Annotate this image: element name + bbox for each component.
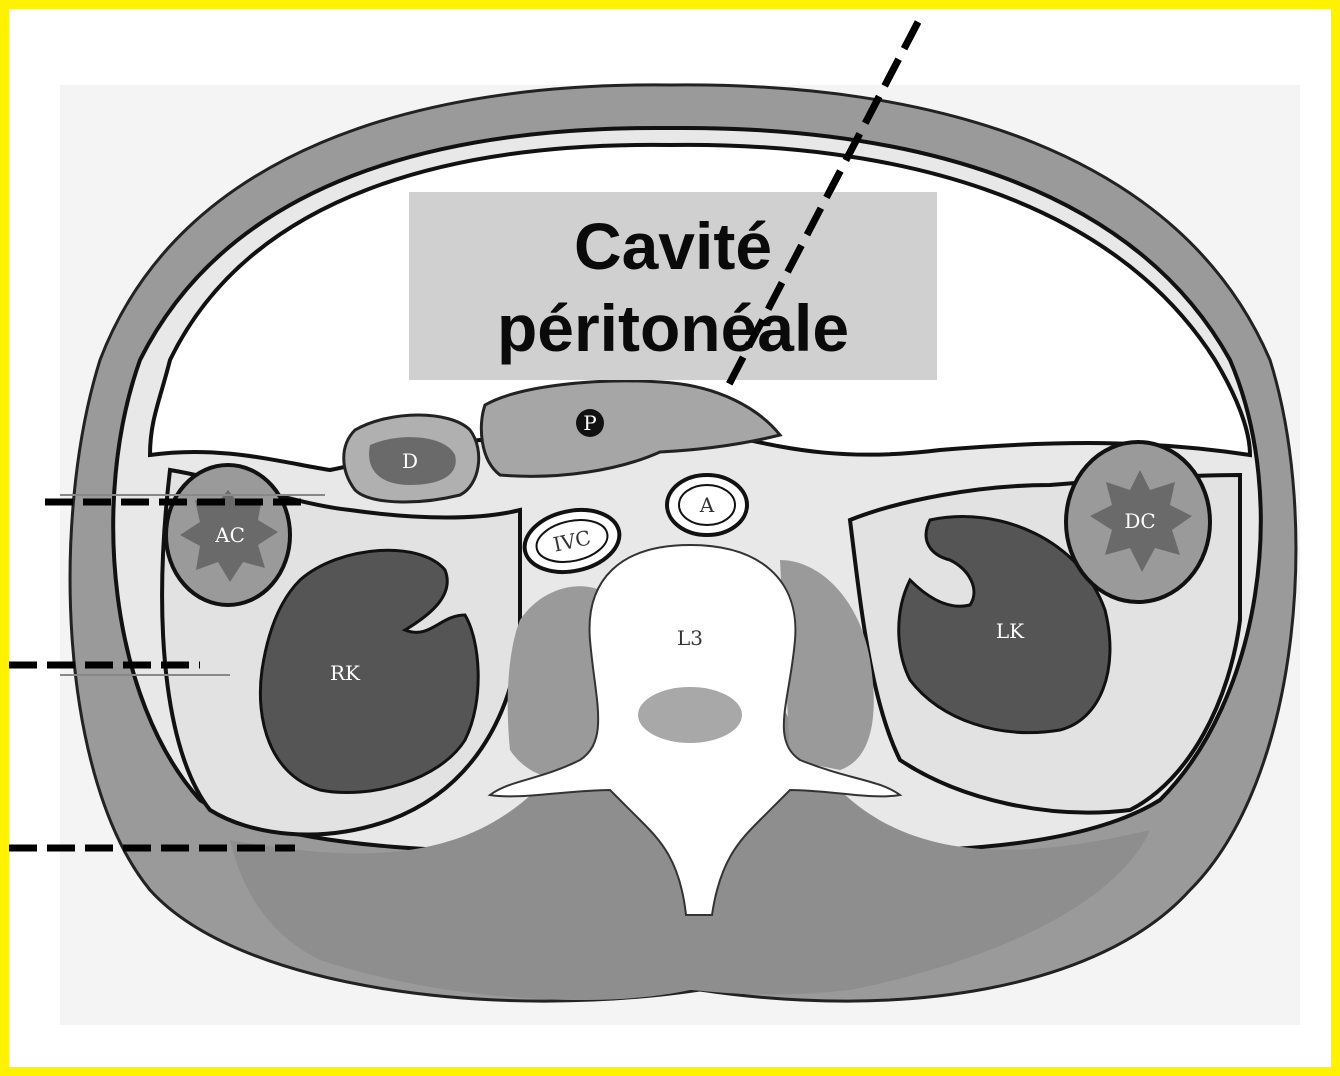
label-line-2: péritonéale (409, 287, 937, 369)
left-kidney-label: LK (996, 619, 1025, 643)
ascending-colon-label: AC (214, 523, 245, 547)
right-kidney-label: RK (330, 661, 361, 685)
label-line-1: Cavité (409, 205, 937, 287)
right-kidney (260, 550, 478, 792)
vertebra-label: L3 (677, 626, 703, 650)
duodenum-label: D (402, 449, 418, 473)
peritoneal-cavity-label: Cavité péritonéale (409, 205, 937, 369)
spinal-canal (638, 687, 742, 743)
pancreas-label: P (583, 411, 596, 435)
descending-colon-label: DC (1124, 509, 1155, 533)
aorta-label: A (699, 493, 715, 517)
abdominal-cross-section-diagram: P D A IVC L3 RK LK AC DC (9, 9, 1331, 1067)
